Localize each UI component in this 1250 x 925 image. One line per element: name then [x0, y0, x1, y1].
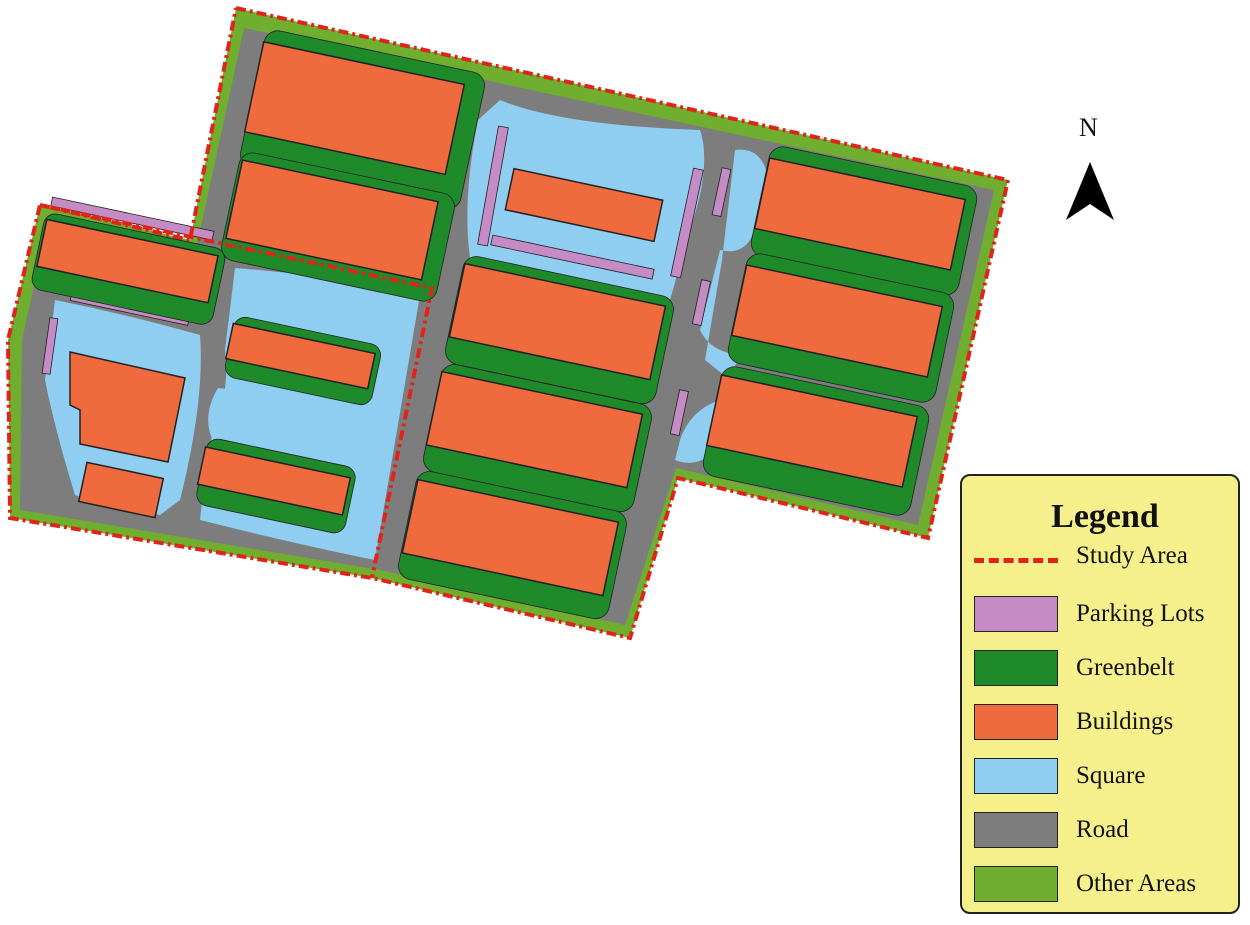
buildings-layer: [36, 40, 967, 597]
building: [196, 446, 352, 516]
study-area-outline: [5, 6, 1011, 641]
legend-item-greenbelt: Greenbelt: [974, 650, 1236, 688]
parking-lot: [670, 167, 704, 279]
legend-label: Parking Lots: [1076, 600, 1205, 627]
legend-item-road: Road: [974, 812, 1236, 850]
building: [401, 478, 620, 597]
square-swatch: [974, 758, 1058, 794]
building: [730, 264, 944, 378]
parking-lot: [711, 167, 732, 217]
parking-lot: [41, 317, 59, 375]
parking-lot: [490, 234, 655, 280]
parking-lot: [669, 389, 689, 437]
building: [224, 322, 377, 390]
legend-label: Other Areas: [1076, 870, 1197, 897]
legend-item-parking-lots: Parking Lots: [974, 596, 1236, 634]
legend-label: Greenbelt: [1076, 654, 1175, 681]
study-area-line-swatch: [974, 558, 1058, 563]
north-arrow-icon: [1066, 162, 1114, 220]
legend-title: Legend: [1051, 498, 1159, 535]
north-label: N: [1079, 113, 1098, 142]
building: [77, 461, 165, 519]
legend-label: Square: [1076, 762, 1146, 789]
study-area-boundary: [5, 6, 1011, 641]
building: [705, 374, 919, 488]
road-swatch: [974, 812, 1058, 848]
other-areas-swatch: [974, 866, 1058, 902]
legend-item-other-areas: Other Areas: [974, 866, 1236, 904]
greenbelt-swatch: [974, 650, 1058, 686]
building: [425, 370, 644, 489]
legend-item-study-area: Study Area: [974, 542, 1236, 592]
square-east-strip: [675, 149, 770, 463]
building: [69, 351, 186, 463]
legend-label: Study Area: [1076, 542, 1188, 569]
study-area-inner-line: [39, 203, 435, 579]
legend-label: Buildings: [1076, 708, 1174, 735]
legend-label: Road: [1076, 816, 1129, 843]
legend-item-buildings: Buildings: [974, 704, 1236, 742]
building: [243, 40, 466, 176]
parking-lot: [691, 279, 711, 327]
building: [448, 262, 667, 381]
parking-lots-swatch: [974, 596, 1058, 632]
buildings-swatch: [974, 704, 1058, 740]
legend: Legend Study Area Parking Lots Greenbelt…: [960, 474, 1240, 914]
building: [36, 218, 219, 304]
building: [504, 167, 664, 243]
parking-lot: [477, 125, 509, 247]
legend-item-square: Square: [974, 758, 1236, 796]
building: [753, 157, 967, 271]
building: [224, 159, 440, 281]
